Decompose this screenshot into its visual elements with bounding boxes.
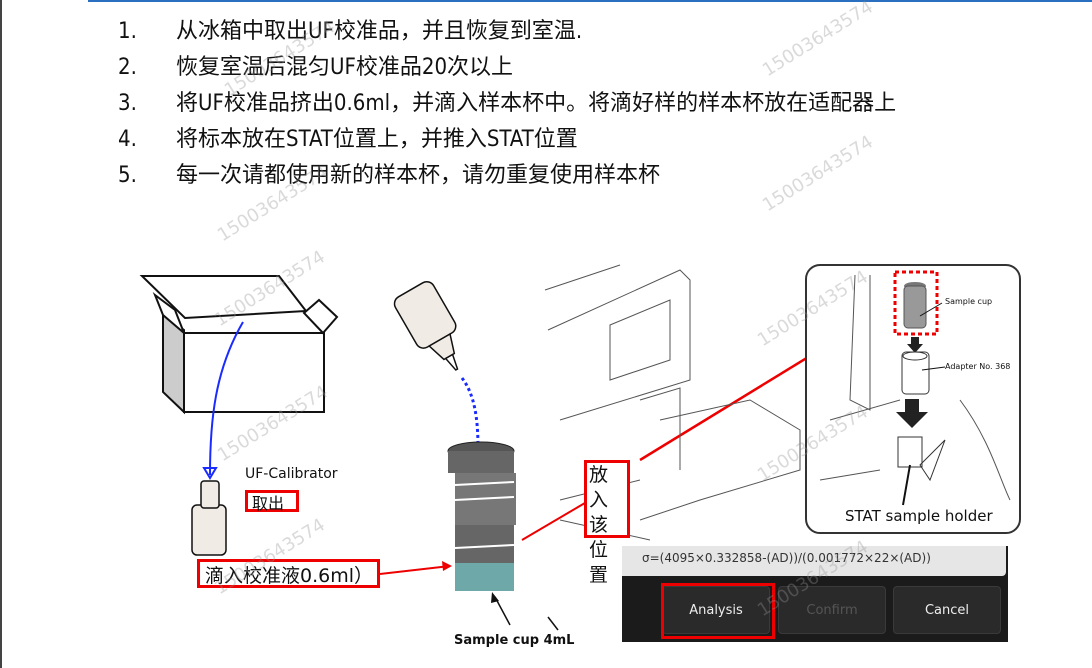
stat-holder-illustration bbox=[819, 274, 1011, 506]
inset-sample-cup-label: Sample cup bbox=[945, 297, 993, 306]
step-number: 5. bbox=[118, 163, 137, 188]
list-item: 5. 每一次请都使用新的样本杯，请勿重复使用样本杯 bbox=[118, 162, 1058, 190]
drop-calibrator-label: 滴入校准液0.6ml） bbox=[197, 559, 380, 588]
inset-holder-label: STAT sample holder bbox=[845, 507, 993, 525]
analysis-highlight bbox=[661, 583, 775, 639]
place-here-label: 放入该位置 bbox=[584, 460, 630, 586]
step-text: 将UF校准品挤出0.6ml，并滴入样本杯中。将滴好样的样本杯放在适配器上 bbox=[176, 91, 897, 116]
step-text: 每一次请都使用新的样本杯，请勿重复使用样本杯 bbox=[176, 163, 661, 188]
step-text: 恢复室温后混匀UF校准品20次以上 bbox=[176, 55, 514, 80]
instruction-list: 1. 从冰箱中取出UF校准品，并且恢复到室温. 2. 恢复室温后混匀UF校准品20次… bbox=[118, 18, 1058, 198]
sample-cup-illustration bbox=[447, 441, 516, 591]
analyzer-illustration bbox=[544, 264, 801, 541]
confirm-button[interactable]: Confirm bbox=[778, 586, 886, 634]
list-item: 1. 从冰箱中取出UF校准品，并且恢复到室温. bbox=[118, 18, 1058, 46]
step-number: 2. bbox=[118, 55, 137, 80]
formula-text: σ=(4095×0.332858-(AD))/(0.001772×22×(AD)… bbox=[622, 546, 1006, 576]
blue-arrow bbox=[209, 321, 244, 476]
analysis-button[interactable]: Analysis bbox=[662, 586, 770, 634]
top-rule bbox=[88, 0, 1092, 2]
step-number: 1. bbox=[118, 19, 137, 44]
step-number: 4. bbox=[118, 127, 137, 152]
box-illustration bbox=[139, 275, 339, 415]
calibrator-label: UF-Calibrator bbox=[245, 466, 338, 482]
calibrator-bottle-illustration bbox=[191, 480, 227, 556]
sample-cup-label: Sample cup 4mL bbox=[454, 633, 575, 648]
step-text: 从冰箱中取出UF校准品，并且恢复到室温. bbox=[176, 19, 583, 44]
left-border bbox=[0, 0, 2, 668]
dropper-bottle-illustration bbox=[393, 280, 459, 371]
adapter-illustration bbox=[901, 351, 946, 395]
list-item: 4. 将标本放在STAT位置上，并推入STAT位置 bbox=[118, 126, 1058, 154]
step-text: 将标本放在STAT位置上，并推入STAT位置 bbox=[176, 127, 578, 152]
take-out-label: 取出 bbox=[245, 490, 299, 513]
inset-sample-cup bbox=[903, 282, 943, 329]
cancel-button[interactable]: Cancel bbox=[893, 586, 1001, 634]
step-number: 3. bbox=[118, 91, 137, 116]
inset-adapter-label: Adapter No. 368 bbox=[945, 362, 1011, 371]
list-item: 3. 将UF校准品挤出0.6ml，并滴入样本杯中。将滴好样的样本杯放在适配器上 bbox=[118, 90, 1058, 118]
list-item: 2. 恢复室温后混匀UF校准品20次以上 bbox=[118, 54, 1058, 82]
